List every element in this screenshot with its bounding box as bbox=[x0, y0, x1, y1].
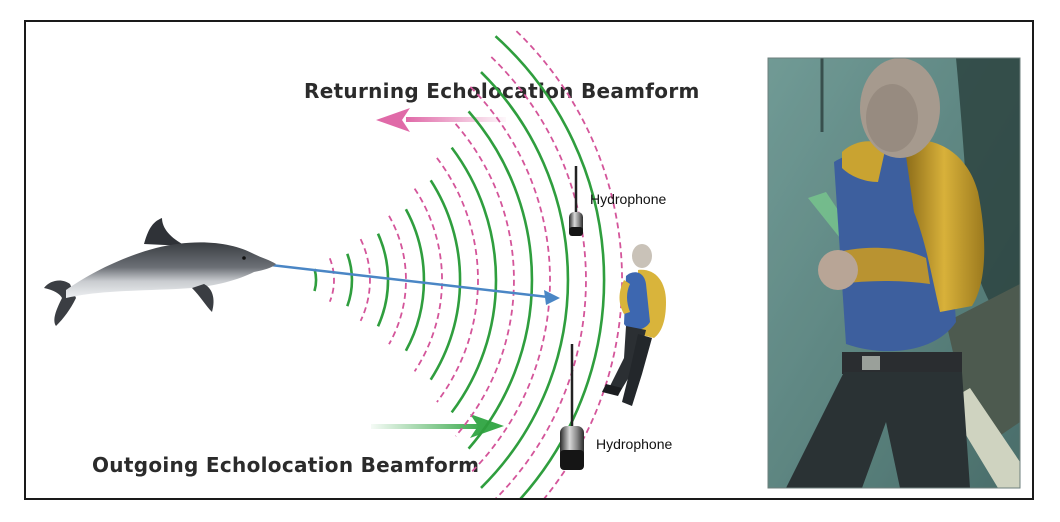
echolocation-diagram: Returning Echolocation Beamform Outgoing… bbox=[44, 30, 1021, 498]
dolphin-figure bbox=[44, 218, 276, 326]
hydrophone-bottom-label: Hydrophone bbox=[596, 436, 672, 452]
sonar-beam bbox=[261, 262, 560, 305]
outgoing-wave-arc bbox=[376, 233, 390, 327]
returning-wave-arc bbox=[413, 188, 443, 372]
outgoing-beamform-label: Outgoing Echolocation Beamform bbox=[92, 453, 479, 477]
outgoing-wave-arc bbox=[313, 268, 318, 292]
outgoing-wave-arc bbox=[404, 208, 426, 352]
outgoing-wave-arc bbox=[346, 253, 354, 307]
hydrophone-icon bbox=[560, 344, 584, 470]
figure-frame: Returning Echolocation Beamform Outgoing… bbox=[24, 20, 1034, 500]
outgoing-wave-arc bbox=[450, 146, 498, 414]
returning-wave-arc bbox=[328, 257, 335, 303]
outgoing-wave-arc bbox=[480, 71, 570, 489]
diver-figure bbox=[602, 244, 666, 406]
returning-wave-arc bbox=[469, 86, 551, 474]
returning-wave-arc bbox=[436, 157, 479, 403]
outgoing-wave-arc bbox=[467, 110, 534, 450]
underwater-photo bbox=[768, 58, 1020, 488]
returning-wave-arc bbox=[359, 238, 371, 322]
returning-beamform-label: Returning Echolocation Beamform bbox=[304, 79, 700, 103]
returning-wave-arc bbox=[490, 56, 587, 498]
outgoing-wave-arc bbox=[429, 179, 462, 381]
returning-arrow bbox=[376, 108, 506, 132]
returning-wave-arc bbox=[454, 123, 515, 437]
hydrophone-top-label: Hydrophone bbox=[590, 191, 666, 207]
hydrophone-icon bbox=[569, 166, 583, 236]
outgoing-wavefronts bbox=[313, 35, 606, 498]
outgoing-arrow bbox=[371, 414, 504, 438]
photo-border bbox=[767, 57, 1021, 489]
outgoing-wave-arc bbox=[494, 35, 606, 498]
